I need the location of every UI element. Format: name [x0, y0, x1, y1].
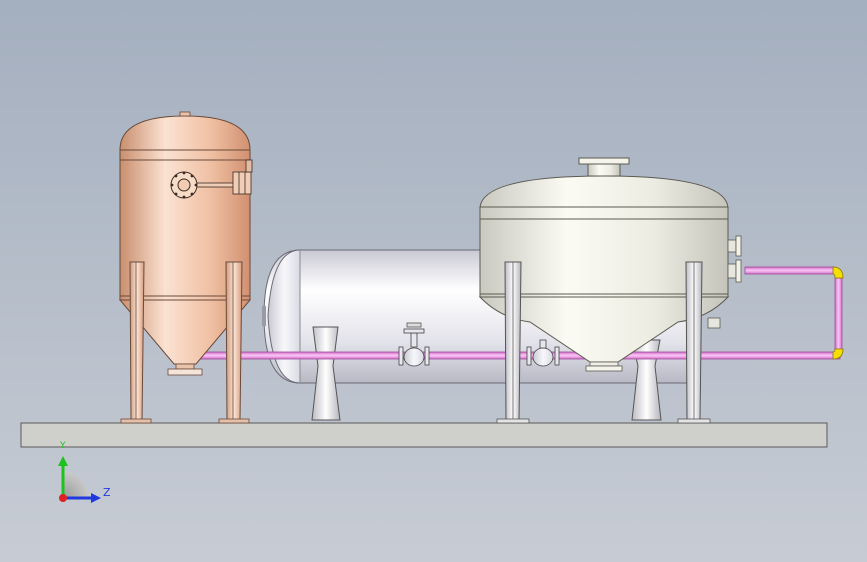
vertical-vessel-right[interactable] — [478, 157, 742, 424]
triad-arc-icon — [63, 472, 89, 498]
triad-y-label: Y — [60, 441, 66, 451]
gate-valve-1[interactable] — [398, 328, 430, 367]
orientation-triad[interactable] — [58, 456, 101, 503]
pipe-elbow-top[interactable] — [832, 266, 844, 279]
vertical-vessel-left[interactable] — [118, 111, 253, 424]
pipe-elbow-bottom[interactable] — [832, 348, 844, 360]
triad-z-label: Z — [103, 486, 111, 499]
base-plate[interactable] — [20, 422, 828, 448]
triad-y-arrow-icon — [58, 456, 68, 466]
triad-z-arrow-icon — [91, 493, 101, 503]
triad-x-axis-dot-icon — [59, 494, 67, 502]
gate-valve-2[interactable] — [526, 339, 560, 367]
